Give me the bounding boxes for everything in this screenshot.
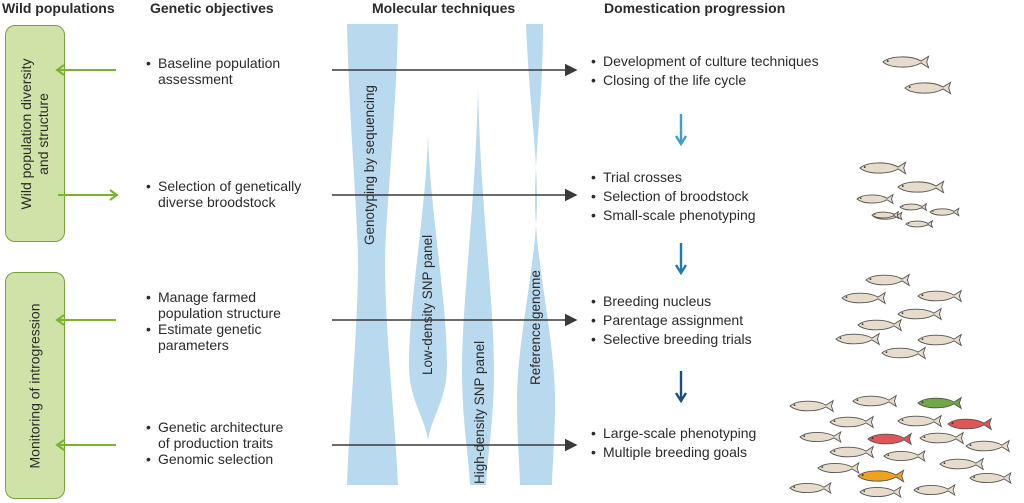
- objective-text: assessment: [158, 71, 233, 87]
- label-gbs: Genotyping by sequencing: [362, 85, 377, 245]
- band-reference-genome: [517, 24, 555, 485]
- progression-text: Trial crosses: [603, 169, 682, 185]
- introgression-box: Monitoring of introgression: [5, 272, 65, 499]
- fish-icon: [789, 399, 835, 413]
- progression-group-4: •Large-scale phenotyping •Multiple breed…: [591, 425, 757, 460]
- fish-icon: [939, 457, 985, 471]
- fish-icon: [829, 415, 875, 429]
- progression-text: Multiple breeding goals: [603, 444, 747, 460]
- prog-arrow-2-head: [674, 264, 688, 276]
- fish-icon: [799, 430, 842, 444]
- label-high-density: High-density SNP panel: [472, 341, 487, 484]
- header-wild-populations: Wild populations: [2, 0, 115, 16]
- progression-text: Closing of the life cycle: [603, 72, 747, 88]
- green-arrow-1-head: [55, 64, 65, 76]
- green-arrows: [55, 64, 119, 451]
- progression-text: Parentage assignment: [603, 312, 744, 328]
- band-high-density-snp: [462, 85, 494, 485]
- fish-icon: [965, 439, 1011, 453]
- objective-text: Estimate genetic: [158, 321, 262, 337]
- progression-text: Development of culture techniques: [603, 53, 819, 69]
- label-low-density: Low-density SNP panel: [420, 235, 435, 375]
- fish-icon: [882, 55, 930, 69]
- fish-icon: [865, 273, 911, 287]
- fish-icon: [897, 414, 943, 428]
- fish-icon: [919, 431, 965, 445]
- fish-icon: [857, 469, 905, 483]
- objective-text: Baseline population: [158, 55, 281, 71]
- progression-group-1: •Development of culture techniques •Clos…: [591, 53, 819, 88]
- progression-text: Breeding nucleus: [603, 293, 712, 309]
- fish-icon: [871, 210, 900, 220]
- fish-icon: [859, 161, 907, 175]
- progression-text: Small-scale phenotyping: [603, 207, 756, 223]
- progression-text: Large-scale phenotyping: [603, 425, 757, 441]
- objective-text: of production traits: [158, 435, 274, 451]
- green-arrow-2-head: [109, 189, 119, 201]
- fish-icon: [856, 193, 894, 205]
- progression-text: Selection of broodstock: [603, 188, 749, 204]
- fish-icon: [897, 180, 945, 194]
- fish-icon: [899, 202, 928, 212]
- fish-icon: [917, 396, 963, 410]
- progression-group-2: •Trial crosses •Selection of broodstock …: [591, 169, 756, 223]
- horizontal-arrows: [332, 63, 578, 452]
- fish-icon: [897, 307, 943, 321]
- fish-icon: [913, 483, 956, 497]
- header-molecular-techniques: Molecular techniques: [372, 0, 516, 16]
- fish-icon: [817, 461, 860, 475]
- fish-icon: [857, 318, 903, 332]
- green-arrow-3-head: [55, 314, 65, 326]
- fish-icon: [835, 332, 881, 346]
- fish-icon: [789, 481, 832, 495]
- fish-icon: [841, 291, 887, 305]
- label-reference-genome: Reference genome: [528, 270, 543, 385]
- fish-icon: [947, 417, 993, 431]
- progression-arrows: [674, 114, 688, 404]
- progression-group-3: •Breeding nucleus •Parentage assignment …: [591, 293, 752, 347]
- fish-icon: [904, 81, 952, 95]
- technique-bands: [347, 24, 555, 485]
- header-genetic-objectives: Genetic objectives: [150, 0, 274, 16]
- prog-arrow-3-head: [674, 392, 688, 404]
- fish-icon: [883, 449, 926, 463]
- green-arrow-4-head: [55, 439, 65, 451]
- header-domestication-progression: Domestication progression: [604, 0, 786, 16]
- objective-text: Genetic architecture: [158, 419, 284, 435]
- fish-icon: [881, 346, 927, 360]
- fish-icon: [969, 471, 1012, 485]
- fish-icon: [917, 289, 963, 303]
- fish-icon: [852, 394, 898, 408]
- objective-text: parameters: [158, 337, 229, 353]
- progression-text: Selective breeding trials: [603, 331, 752, 347]
- band-low-density-snp: [409, 135, 447, 440]
- objective-text: Manage farmed: [158, 289, 257, 305]
- fish-icon: [859, 485, 902, 499]
- fish-illustrations: [789, 55, 1012, 499]
- fish-icon: [829, 445, 875, 459]
- objective-text: Selection of genetically: [158, 178, 302, 194]
- fish-icon: [917, 333, 963, 347]
- objective-text: population structure: [158, 305, 281, 321]
- prog-arrow-1-head: [674, 135, 688, 147]
- objective-text: diverse broodstock: [158, 194, 276, 210]
- band-genotyping-by-sequencing: [347, 24, 398, 485]
- fish-icon: [905, 219, 934, 229]
- objective-text: Genomic selection: [158, 451, 274, 467]
- fish-icon: [867, 432, 913, 446]
- fish-icon: [929, 207, 960, 217]
